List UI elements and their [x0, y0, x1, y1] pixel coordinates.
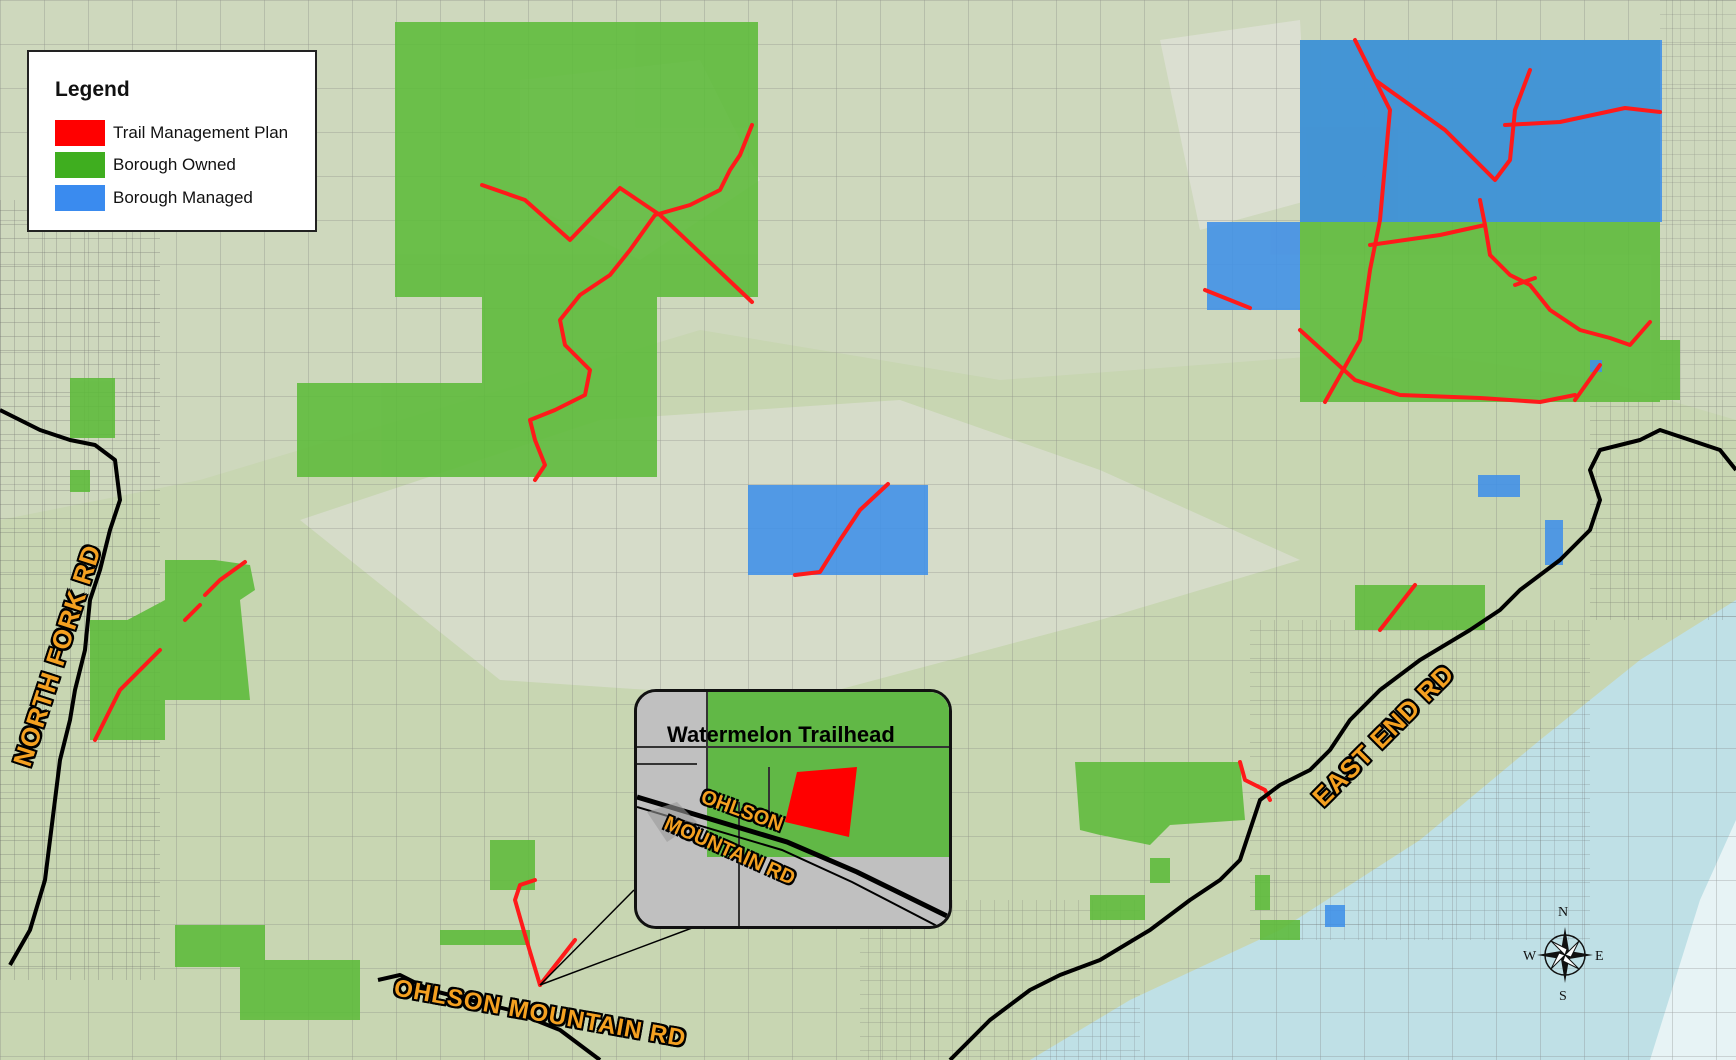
legend: Legend Trail Management Plan Borough Own…: [27, 50, 317, 232]
owned-swatch: [55, 152, 105, 178]
inset-road: [637, 794, 949, 920]
borough-managed-parcels: [748, 40, 1662, 927]
compass-e: E: [1595, 949, 1604, 964]
trailhead-parcel: [785, 767, 857, 837]
legend-item-managed: Borough Managed: [55, 183, 305, 211]
legend-item-owned: Borough Owned: [55, 150, 305, 178]
subdivision-west: [0, 200, 160, 980]
inset-map: [637, 692, 949, 926]
legend-item-label: Borough Managed: [113, 188, 253, 207]
compass-s: S: [1559, 989, 1567, 1004]
subdivision-east: [1250, 620, 1590, 940]
roads: [0, 408, 1736, 1060]
inset-title: Watermelon Trailhead: [667, 722, 895, 747]
trail-management-plan-lines: [93, 38, 1662, 987]
compass-n: N: [1558, 905, 1569, 920]
legend-item-trail: Trail Management Plan: [55, 118, 305, 146]
managed-swatch: [55, 185, 105, 211]
legend-title: Legend: [55, 78, 130, 101]
compass-rose-icon: N S W E: [1523, 905, 1604, 1005]
legend-item-label: Trail Management Plan: [113, 123, 289, 142]
compass-w: W: [1523, 949, 1537, 964]
trail-swatch: [55, 120, 105, 146]
watermelon-trailhead-inset: Watermelon Trailhead OHLSON MOUNTAIN RD: [634, 689, 952, 929]
legend-item-label: Borough Owned: [113, 155, 236, 174]
inset-leader-lines: [539, 889, 701, 986]
